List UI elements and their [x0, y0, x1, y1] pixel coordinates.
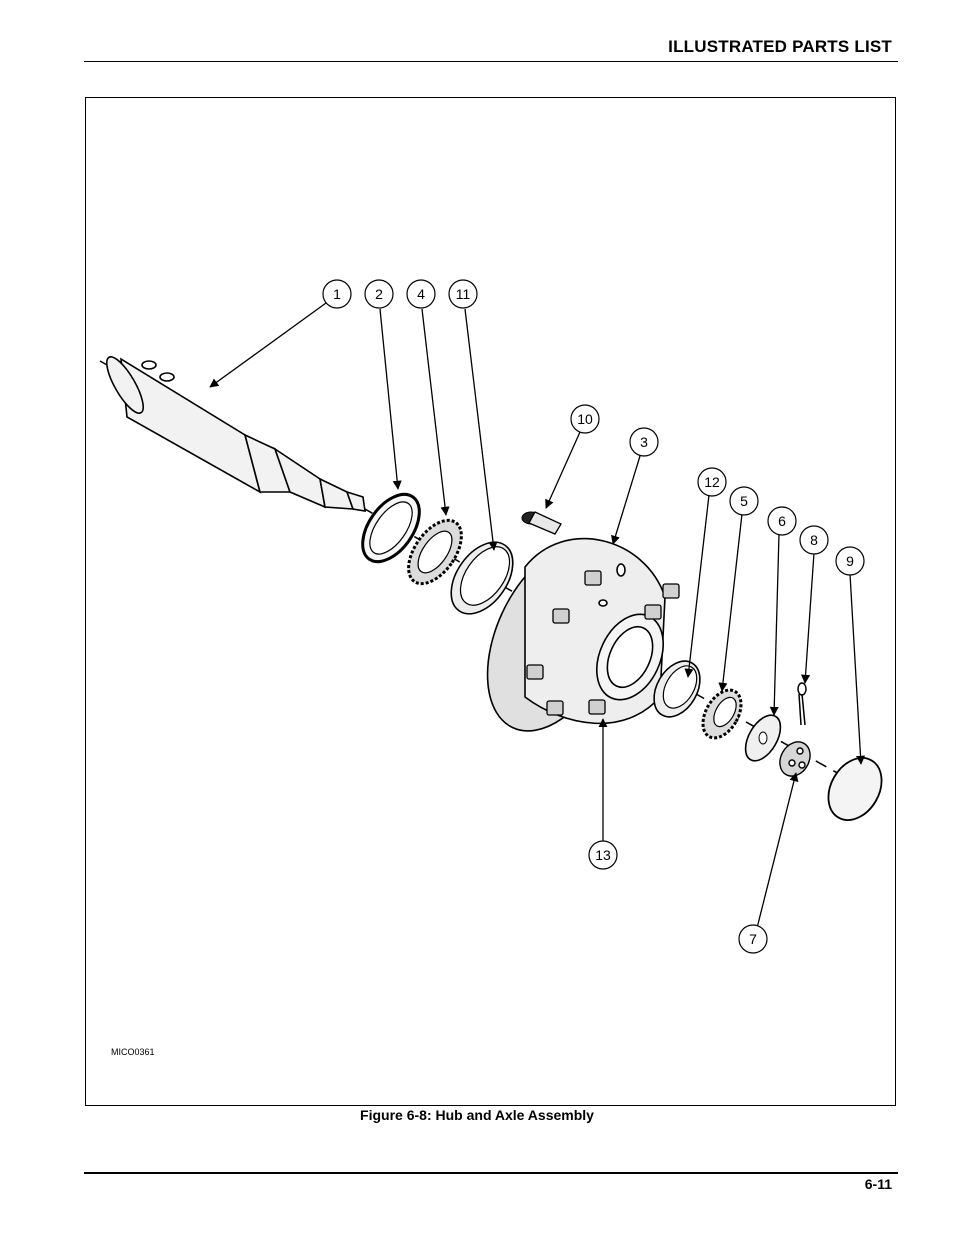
callout-label-13: 13	[595, 847, 611, 863]
callout-label-10: 10	[577, 411, 593, 427]
header-rule	[84, 61, 898, 62]
callout-bubble-5	[729, 486, 759, 516]
callout-bubble-4	[406, 279, 436, 309]
callout-bubble-10	[570, 404, 600, 434]
callout-label-6: 6	[778, 513, 786, 529]
axle-spindle	[106, 356, 366, 512]
callout-label-11: 11	[456, 286, 471, 302]
callout-bubble-7	[738, 924, 768, 954]
callout-label-8: 8	[810, 532, 818, 548]
hub-axle-illustration: 1 2 4 11 10 3 12 5 6 8 9 13 7	[99, 279, 883, 954]
callout-bubble-6	[767, 506, 797, 536]
inner-bearing-cup	[450, 541, 514, 615]
callout-label-3: 3	[640, 434, 648, 450]
callout-bubble-13	[588, 840, 618, 870]
callout-bubble-1	[322, 279, 352, 309]
callout-label-2: 2	[375, 286, 383, 302]
callout-label-4: 4	[417, 286, 425, 302]
callout-label-9: 9	[846, 553, 854, 569]
callout-bubble-3	[629, 427, 659, 457]
cotter-pin	[797, 682, 807, 726]
castle-nut	[779, 741, 811, 777]
callout-label-7: 7	[749, 931, 757, 947]
callout-bubble-9	[835, 546, 865, 576]
callout-bubble-12	[697, 467, 727, 497]
callout-bubble-11	[448, 279, 478, 309]
figure-caption: Figure 6-8: Hub and Axle Assembly	[360, 1107, 594, 1123]
hub	[486, 537, 666, 732]
page-header-title: ILLUSTRATED PARTS LIST	[668, 37, 892, 56]
figure-frame	[85, 97, 896, 1106]
outer-bearing-cone	[701, 688, 743, 740]
page-number: 6-11	[864, 1176, 892, 1192]
lug-nuts	[526, 570, 680, 716]
grease-seal	[361, 492, 421, 564]
callout-bubbles	[322, 279, 865, 954]
grease-cap	[827, 757, 883, 821]
callout-label-5: 5	[740, 493, 748, 509]
callout-bubble-2	[364, 279, 394, 309]
wheel-stud	[521, 511, 562, 535]
drawing-id: MICO0361	[111, 1047, 155, 1057]
callout-bubble-8	[799, 525, 829, 555]
callout-label-12: 12	[704, 474, 720, 490]
spindle-washer	[744, 714, 782, 762]
leader-lines	[209, 302, 866, 929]
footer-rule	[84, 1172, 898, 1174]
callout-label-1: 1	[333, 286, 341, 302]
inner-bearing-cone	[407, 518, 463, 586]
